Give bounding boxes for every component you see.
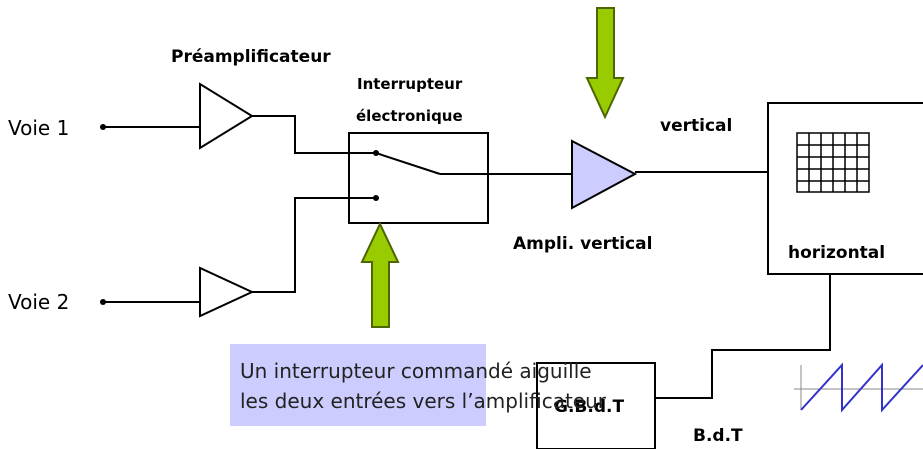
note-line-1: Un interrupteur commandé aiguille [240, 359, 592, 383]
bdt-label: B.d.T [693, 426, 743, 446]
note-line-2: les deux entrées vers l’amplificateur [240, 389, 606, 413]
explanation-note-box [230, 344, 486, 426]
timebase-wire [655, 275, 831, 399]
preamp2-to-switch-wire [252, 197, 375, 293]
switch-label-line1: Interrupteur [357, 75, 463, 93]
wires [103, 115, 831, 399]
preamp-2-triangle [199, 266, 255, 318]
preamp1-to-switch-wire [252, 115, 375, 154]
vertical-amplifier-triangle [571, 139, 638, 210]
preamp-label: Préamplificateur [171, 47, 331, 67]
gbdt-label: G.B.d.T [554, 397, 624, 417]
preamp-1-triangle [199, 82, 254, 150]
switch-contact-1 [373, 150, 379, 156]
horizontal-label: horizontal [788, 243, 885, 263]
voie1-label: Voie 1 [8, 116, 69, 140]
switch-label-line2: électronique [356, 107, 463, 125]
vertical-label: vertical [660, 116, 732, 136]
explanation-note-text: Un interrupteur commandé aiguille les de… [240, 356, 606, 416]
switch-contact-2 [373, 195, 379, 201]
vertical-input-arrow [585, 7, 625, 120]
timebase-generator-box [536, 362, 656, 449]
sawtooth-waveform [794, 362, 923, 413]
electronic-switch-box [348, 132, 489, 224]
screen-grid-icon [796, 132, 870, 193]
switch-command-arrow [360, 221, 400, 328]
voie1-terminal [100, 124, 106, 130]
voie2-terminal [100, 299, 106, 305]
switch-blade [375, 152, 441, 175]
voie2-label: Voie 2 [8, 290, 69, 314]
ampli-vertical-label: Ampli. vertical [513, 234, 652, 254]
